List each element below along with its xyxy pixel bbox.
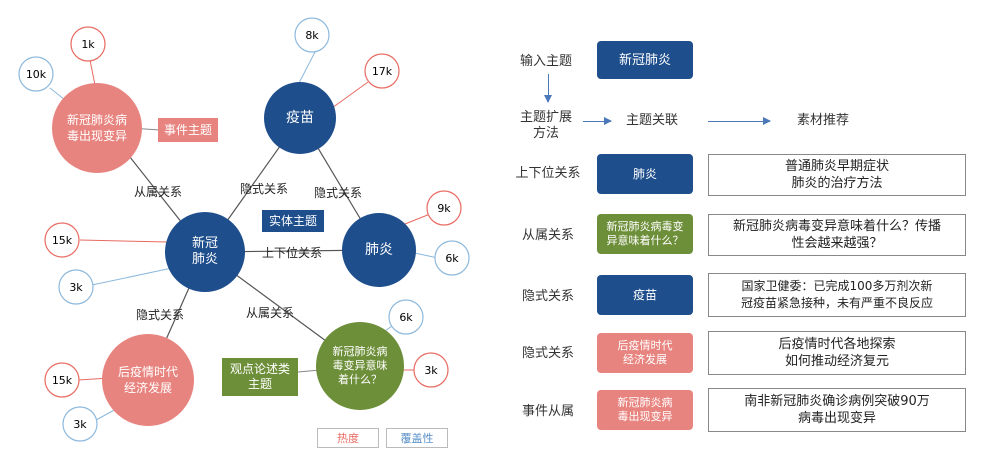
count-circle-pneumonia-coverage	[434, 240, 470, 276]
count-circle-mutation-heat	[413, 352, 449, 388]
node-pneumonia-label: 肺炎	[365, 242, 393, 258]
rel-subordinate-bottom: 从属关系	[246, 306, 295, 320]
arrow-input-to-expand	[544, 74, 552, 103]
node-circle-event	[52, 83, 142, 173]
tag-entity-topic: 实体主题	[262, 210, 324, 232]
rel-implicit-post: 隐式关系	[136, 308, 185, 322]
count-circle-center-coverage	[58, 269, 94, 305]
row-relation-label: 隐式关系	[521, 346, 574, 361]
node-center[interactable]: 新冠 肺炎	[165, 212, 245, 292]
arrow-expand-to-related	[583, 117, 612, 125]
topic-related-label: 主题关联	[625, 113, 678, 128]
row-relation-label: 从属关系	[521, 228, 574, 243]
expand-method-label: 主题扩展 方法	[519, 110, 572, 141]
row-key-mutation[interactable]: 新冠肺炎病毒变 异意味着什么？	[597, 214, 693, 254]
legend-heat: 热度	[317, 428, 379, 448]
count-pneumonia-heat: 9k	[437, 201, 451, 215]
row-result[interactable]: 南非新冠肺炎确诊病例突破90万 病毒出现变异	[708, 388, 966, 432]
row-result[interactable]: 国家卫健委：已完成100多万剂次新 冠疫苗紧急接种，未有严重不良反应	[708, 273, 966, 317]
count-circle-post-coverage	[62, 406, 98, 442]
node-post[interactable]: 后疫情时代 经济发展	[102, 334, 194, 426]
node-circle-center	[165, 212, 245, 292]
row-relation-label: 事件从属	[521, 404, 574, 419]
rel-implicit-pneumonia: 隐式关系	[314, 186, 363, 200]
node-pneumonia[interactable]: 肺炎	[342, 213, 416, 287]
tag-opinion-topic: 观点论述类 主题	[222, 358, 298, 396]
count-mutation-heat: 3k	[424, 363, 438, 377]
node-circle-vaccine	[264, 82, 336, 154]
rel-hierarchy: 上下位关系	[262, 246, 323, 260]
node-post-label: 后疫情时代 经济发展	[117, 365, 178, 395]
node-circle-pneumonia	[342, 213, 416, 287]
row-key-pneumonia[interactable]: 肺炎	[597, 154, 693, 194]
spoke-vaccine-coverage	[297, 51, 316, 86]
count-event-heat: 1k	[81, 37, 95, 51]
spoke-vaccine-heat	[331, 81, 369, 109]
row-key-event[interactable]: 新冠肺炎病 毒出现变异	[597, 390, 693, 430]
row-relation-label: 隐式关系	[521, 289, 574, 304]
spoke-center-coverage	[91, 267, 173, 286]
node-vaccine-label: 疫苗	[286, 110, 314, 126]
count-circle-mutation-coverage	[388, 299, 424, 335]
tag-event-topic: 事件主题	[158, 118, 218, 142]
count-circle-post-heat	[44, 362, 80, 398]
main-nodes	[52, 82, 416, 426]
legend-coverage: 覆盖性	[386, 428, 448, 448]
count-circle-event-coverage	[18, 56, 54, 92]
material-recommend-label: 素材推荐	[796, 113, 849, 128]
spoke-center-heat	[79, 239, 169, 243]
count-circles	[18, 17, 470, 442]
node-mutation[interactable]: 新冠肺炎病 毒变异意味 着什么？	[316, 322, 404, 410]
node-circle-post	[102, 334, 194, 426]
row-result[interactable]: 新冠肺炎病毒变异意味着什么？传播 性会越来越强？	[708, 214, 966, 256]
row-key-vaccine[interactable]: 疫苗	[597, 275, 693, 315]
rel-subordinate-top: 从属关系	[134, 185, 183, 199]
count-circle-event-heat	[70, 26, 106, 62]
row-key-post[interactable]: 后疫情时代 经济发展	[597, 333, 693, 373]
count-circle-pneumonia-heat	[426, 190, 462, 226]
count-vaccine-coverage: 8k	[305, 28, 319, 42]
row-result[interactable]: 普通肺炎早期症状 肺炎的治疗方法	[708, 154, 966, 196]
count-mutation-coverage: 6k	[399, 310, 413, 324]
count-vaccine-heat: 17k	[371, 64, 393, 78]
count-center-heat: 15k	[51, 233, 73, 247]
input-topic-value[interactable]: 新冠肺炎	[597, 41, 693, 79]
count-post-coverage: 3k	[73, 417, 87, 431]
row-result[interactable]: 后疫情时代各地探索 如何推动经济复元	[708, 331, 966, 375]
count-post-heat: 15k	[51, 373, 73, 387]
count-center-coverage: 3k	[69, 280, 83, 294]
count-circle-vaccine-heat	[364, 53, 400, 89]
node-mutation-label: 新冠肺炎病 毒变异意味 着什么？	[332, 345, 388, 386]
node-center-label: 新冠 肺炎	[191, 236, 218, 267]
count-event-coverage: 10k	[25, 67, 47, 81]
node-event-label: 新冠肺炎病 毒出现变异	[66, 113, 127, 143]
count-circle-vaccine-coverage	[294, 17, 330, 53]
node-circle-mutation	[316, 322, 404, 410]
arrow-related-to-recommend	[708, 117, 771, 125]
rel-implicit-vaccine: 隐式关系	[240, 182, 289, 196]
node-event[interactable]: 新冠肺炎病 毒出现变异	[52, 83, 142, 173]
input-topic-label: 输入主题	[519, 54, 572, 69]
count-pneumonia-coverage: 6k	[445, 251, 459, 265]
node-vaccine[interactable]: 疫苗	[264, 82, 336, 154]
row-relation-label: 上下位关系	[515, 166, 581, 181]
count-circle-center-heat	[44, 222, 80, 258]
